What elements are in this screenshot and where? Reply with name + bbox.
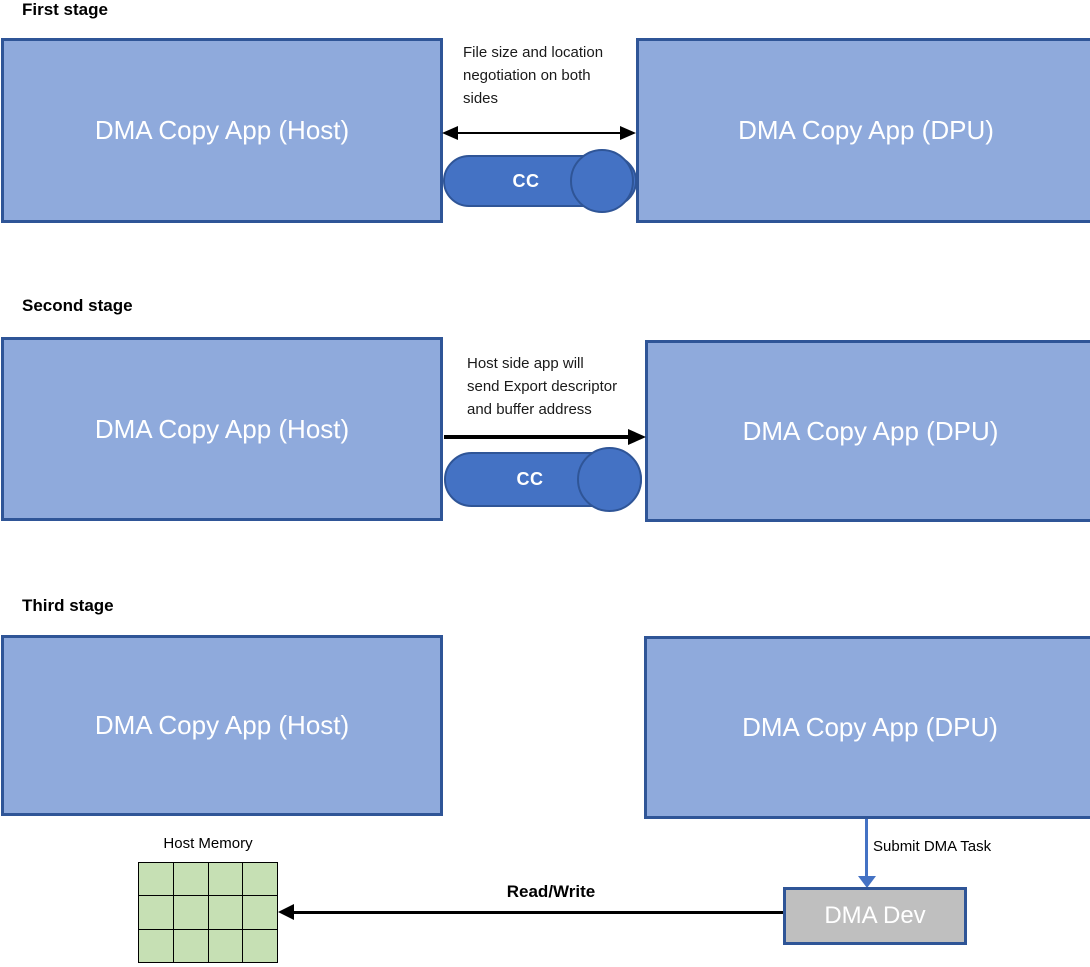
dma-dev-box: DMA Dev (783, 887, 967, 945)
memory-cell (172, 928, 208, 962)
stage1-host-box: DMA Copy App (Host) (1, 38, 443, 223)
memory-cell (207, 862, 243, 896)
stage3-dpu-box-label: DMA Copy App (DPU) (742, 712, 998, 742)
host-memory-grid (138, 862, 278, 963)
memory-cell (138, 862, 173, 896)
memory-cell (207, 928, 243, 962)
stage1-dpu-box-label: DMA Copy App (DPU) (738, 115, 994, 145)
stage3-dpu-box: DMA Copy App (DPU) (644, 636, 1090, 819)
submit-dma-arrow-line (865, 819, 868, 876)
read-write-arrowhead-icon (278, 904, 294, 920)
stage2-dpu-box: DMA Copy App (DPU) (645, 340, 1090, 522)
stage2-title: Second stage (22, 296, 133, 315)
stage1-cc-circle (570, 149, 634, 213)
dma-dev-label: DMA Dev (824, 902, 926, 929)
memory-cell (207, 895, 243, 929)
stage1-cc-label: CC (512, 170, 540, 191)
stage1-host-box-label: DMA Copy App (Host) (94, 115, 350, 145)
submit-dma-arrowhead-icon (858, 876, 876, 888)
stage3-host-box-label: DMA Copy App (Host) (94, 710, 350, 740)
stage1-dpu-box: DMA Copy App (DPU) (636, 38, 1090, 223)
stage2-cc-circle (577, 447, 642, 512)
memory-cell (242, 862, 277, 896)
stage1-arrowhead-right-icon (620, 126, 636, 140)
stage1-annotation: File size and location negotiation on bo… (463, 44, 604, 107)
memory-cell (172, 862, 208, 896)
stage2-cc-label: CC (516, 469, 544, 489)
stage2-dpu-box-label: DMA Copy App (DPU) (742, 415, 999, 446)
stage3-host-box: DMA Copy App (Host) (1, 635, 443, 816)
memory-cell (242, 928, 277, 962)
stage2-host-box: DMA Copy App (Host) (1, 337, 443, 521)
stage3-title: Third stage (22, 596, 114, 615)
stage2-export-arrow-line (444, 435, 630, 439)
stage2-annotation: Host side app will send Export descripto… (467, 355, 618, 418)
read-write-label: Read/Write (506, 882, 596, 901)
stage2-arrowhead-right-icon (628, 429, 646, 445)
stage1-title: First stage (22, 0, 108, 19)
memory-cell (172, 895, 208, 929)
submit-dma-task-label: Submit DMA Task (873, 838, 992, 855)
host-memory-label: Host Memory (163, 835, 253, 852)
memory-cell (138, 928, 173, 962)
stage1-negotiation-arrow-line (452, 132, 626, 134)
memory-cell (242, 895, 277, 929)
memory-cell (138, 895, 173, 929)
read-write-arrow-line (292, 911, 783, 914)
stage2-host-box-label: DMA Copy App (Host) (94, 413, 350, 444)
stage1-arrowhead-left-icon (442, 126, 458, 140)
